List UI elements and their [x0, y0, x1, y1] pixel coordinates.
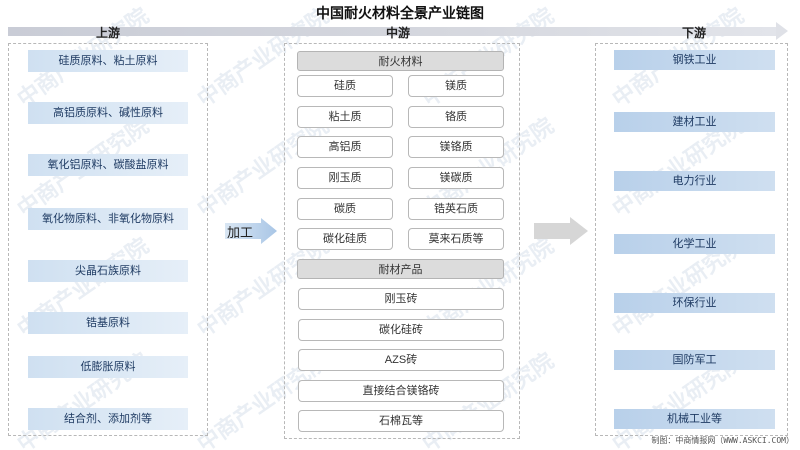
material-cell: 镁质 — [408, 75, 504, 97]
material-cell: 铬质 — [408, 106, 504, 128]
downstream-column — [595, 43, 788, 436]
product-item: 石棉瓦等 — [298, 410, 504, 432]
product-item: AZS砖 — [298, 349, 504, 371]
materials-header: 耐火材料 — [297, 51, 504, 71]
upstream-item: 低膨胀原料 — [28, 356, 188, 378]
downstream-item: 钢铁工业 — [614, 50, 775, 70]
upstream-item: 高铝质原料、碱性原料 — [28, 102, 188, 124]
downstream-item: 环保行业 — [614, 293, 775, 313]
midstream-column — [284, 43, 520, 439]
material-cell: 碳质 — [297, 198, 393, 220]
material-cell: 莫来石质等 — [408, 228, 504, 250]
material-cell: 镁碳质 — [408, 167, 504, 189]
material-cell: 锆英石质 — [408, 198, 504, 220]
material-cell: 硅质 — [297, 75, 393, 97]
material-cell: 镁铬质 — [408, 136, 504, 158]
section-label-midstream: 中游 — [385, 26, 410, 40]
section-label-downstream: 下游 — [681, 26, 706, 40]
material-cell: 刚玉质 — [297, 167, 393, 189]
downstream-item: 化学工业 — [614, 234, 775, 254]
flow-band — [8, 27, 778, 36]
upstream-item: 硅质原料、粘土原料 — [28, 50, 188, 72]
downstream-item: 建材工业 — [614, 112, 775, 132]
downstream-item: 国防军工 — [614, 350, 775, 370]
product-item: 刚玉砖 — [298, 288, 504, 310]
product-item: 碳化硅砖 — [298, 319, 504, 341]
process-arrow-icon — [225, 218, 277, 244]
page-title: 中国耐火材料全景产业链图 — [316, 5, 484, 21]
material-cell: 粘土质 — [297, 106, 393, 128]
flow-arrow-icon — [534, 217, 588, 245]
downstream-item: 电力行业 — [614, 171, 775, 191]
flow-band-arrowhead — [776, 22, 788, 40]
material-cell: 碳化硅质 — [297, 228, 393, 250]
source-credit: 制图：中商情报网（WWW.ASKCI.COM） — [651, 436, 794, 445]
upstream-item: 尖晶石族原料 — [28, 260, 188, 282]
upstream-item: 锆基原料 — [28, 312, 188, 334]
material-cell: 高铝质 — [297, 136, 393, 158]
upstream-item: 结合剂、添加剂等 — [28, 408, 188, 430]
product-item: 直接结合镁铬砖 — [298, 380, 504, 402]
section-label-upstream: 上游 — [95, 26, 120, 40]
process-label: 加工 — [227, 225, 254, 240]
downstream-item: 机械工业等 — [614, 409, 775, 429]
upstream-item: 氧化物原料、非氧化物原料 — [28, 208, 188, 230]
upstream-column — [8, 43, 208, 436]
products-header: 耐材产品 — [297, 259, 504, 279]
upstream-item: 氧化铝原料、碳酸盐原料 — [28, 154, 188, 176]
